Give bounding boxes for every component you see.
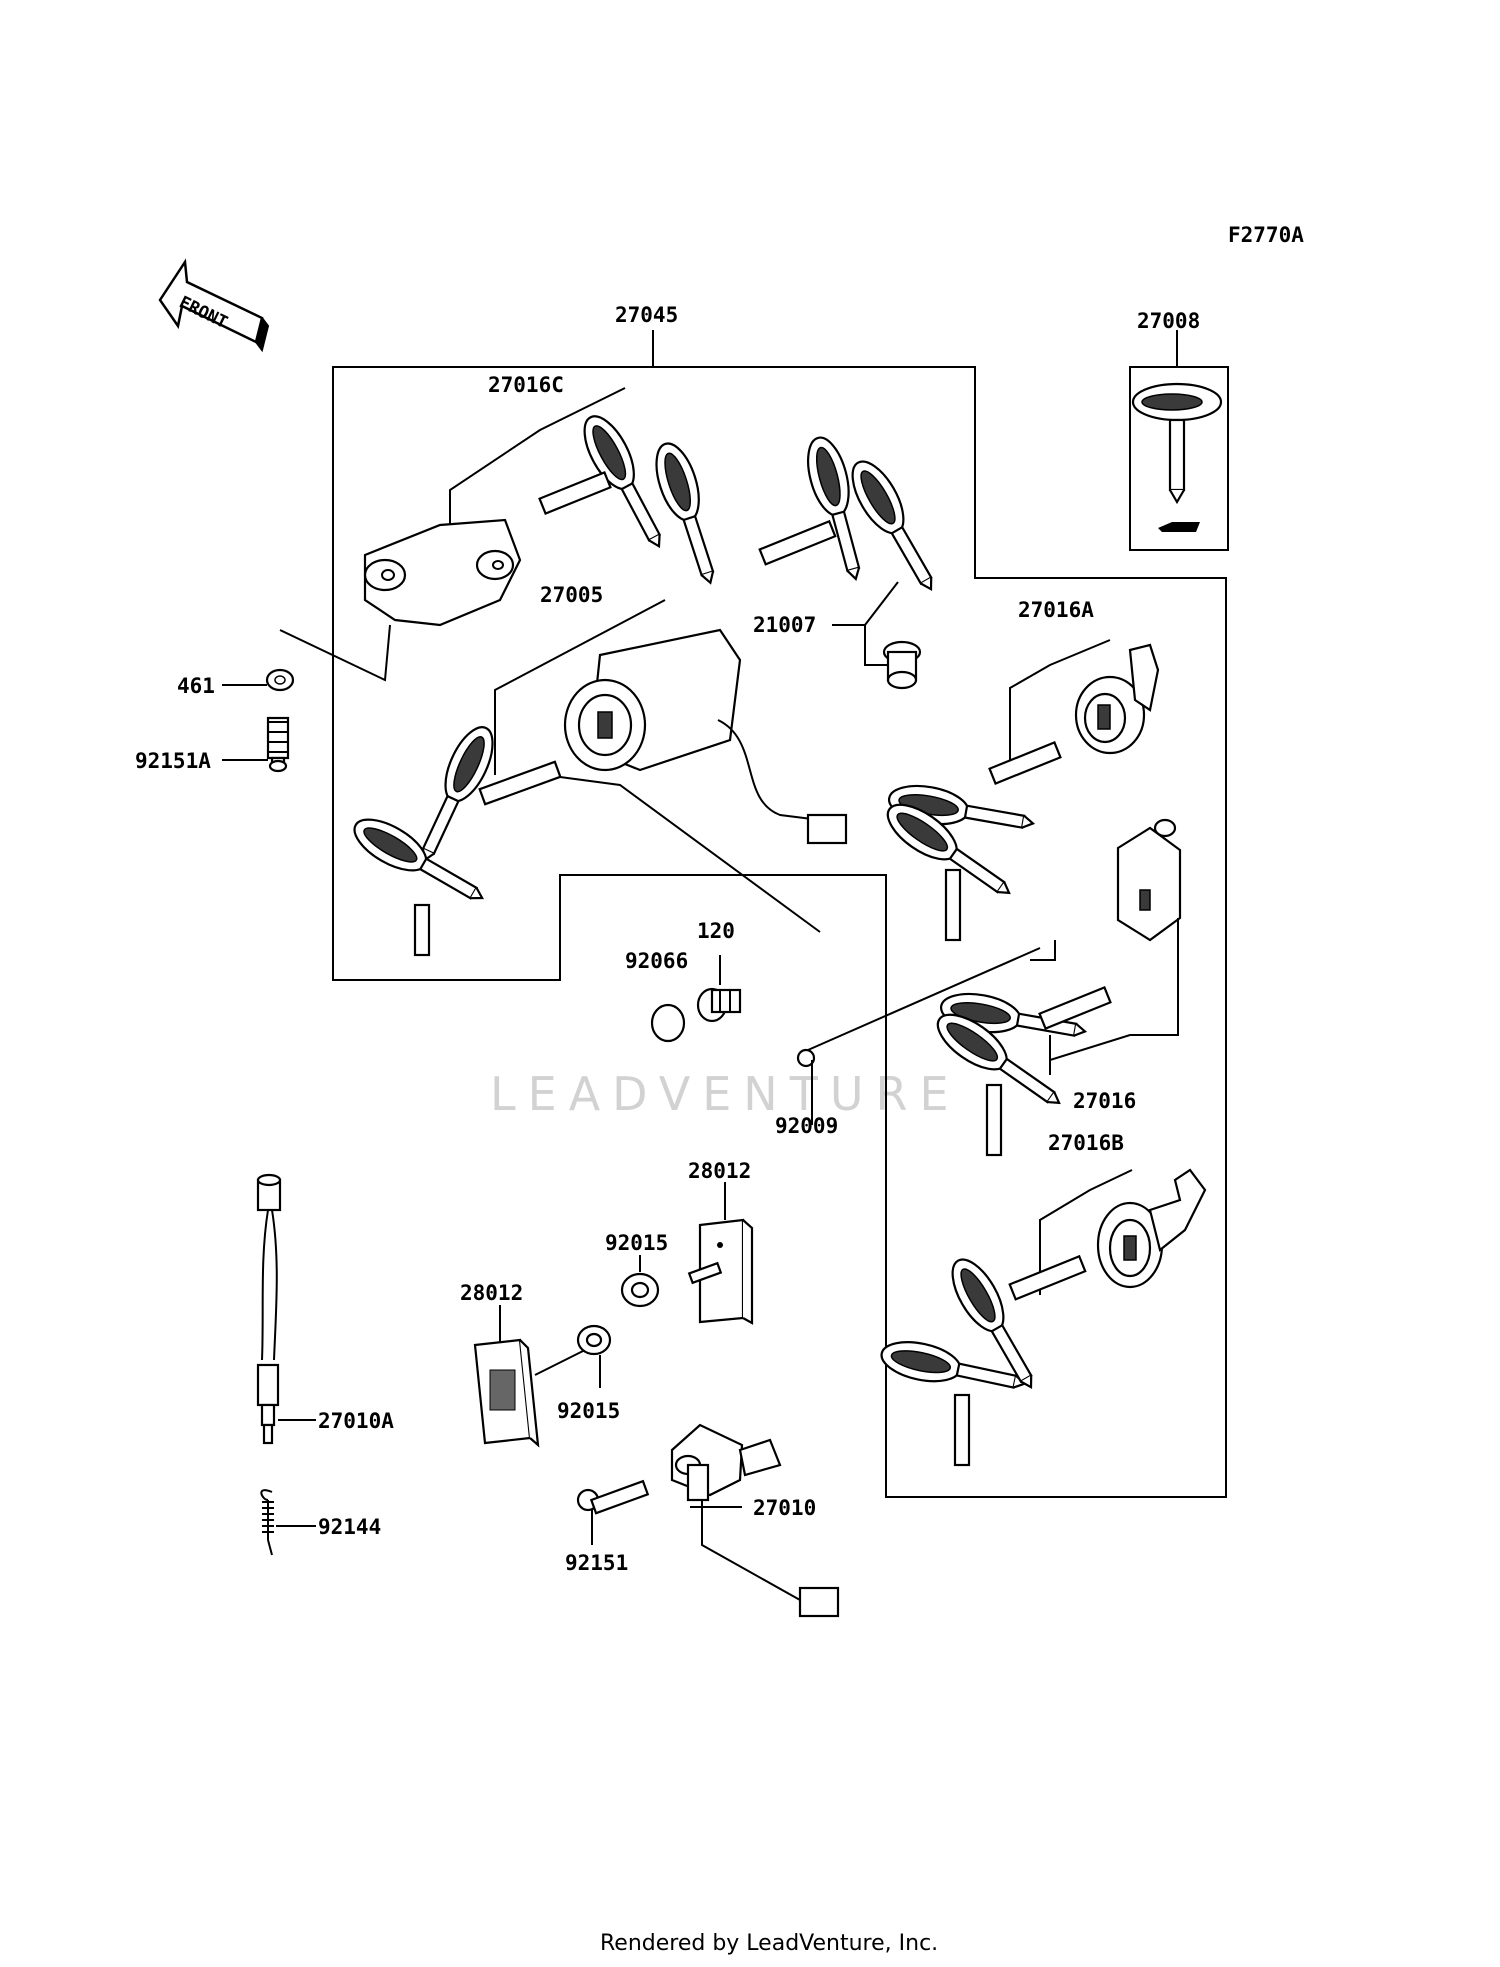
keys-27016C xyxy=(538,407,729,590)
footer-credit: Rendered by LeadVenture, Inc. xyxy=(600,1931,938,1956)
callout-27016A: 27016A xyxy=(1018,598,1094,622)
lock-27016A xyxy=(1074,643,1160,755)
switch-27010A xyxy=(256,1173,282,1445)
callout-92015-bottom: 92015 xyxy=(557,1399,620,1423)
callout-92066: 92066 xyxy=(625,949,688,973)
reflector-28012-left xyxy=(473,1338,540,1448)
washer-461 xyxy=(265,668,295,692)
screw-92151 xyxy=(576,1479,650,1515)
callout-27010: 27010 xyxy=(753,1496,816,1520)
callout-92009: 92009 xyxy=(775,1114,838,1138)
leader-27005 xyxy=(494,599,666,775)
callout-21007: 21007 xyxy=(753,613,816,637)
callout-28012-left: 28012 xyxy=(460,1281,523,1305)
leader-27016A xyxy=(1009,639,1111,770)
callout-28012-right: 28012 xyxy=(688,1159,751,1183)
reflector-28012-right xyxy=(698,1218,754,1325)
keys-27016A xyxy=(878,741,1062,942)
cap-92066 xyxy=(650,1003,686,1043)
callout-92151A: 92151A xyxy=(135,749,211,773)
screw-92151A xyxy=(266,716,290,773)
leader-27016 xyxy=(1049,918,1179,1075)
cylinder-21007 xyxy=(882,640,922,690)
leader-120 xyxy=(559,776,821,933)
callout-27016: 27016 xyxy=(1073,1089,1136,1113)
lock-27016 xyxy=(1116,818,1182,942)
callout-92151: 92151 xyxy=(565,1551,628,1575)
lock-body-27016C xyxy=(363,518,522,627)
lock-27016B xyxy=(1096,1168,1207,1289)
keys-27016 xyxy=(928,986,1112,1157)
nut-92015-bottom xyxy=(576,1324,612,1356)
watermark: LEADVENTURE xyxy=(490,1067,961,1121)
leader-27016C xyxy=(449,387,626,530)
nut-92015-top xyxy=(620,1272,660,1308)
switch-27010 xyxy=(670,1423,840,1618)
bolt-120 xyxy=(696,987,742,1023)
callout-27016C: 27016C xyxy=(488,373,564,397)
callout-27016B: 27016B xyxy=(1048,1131,1124,1155)
callout-27045: 27045 xyxy=(615,303,678,327)
diagram-code: F2770A xyxy=(1228,223,1304,247)
callout-120: 120 xyxy=(697,919,735,943)
ignition-switch-27005 xyxy=(563,628,848,845)
keys-21007 xyxy=(758,432,948,600)
callout-27010A: 27010A xyxy=(318,1409,394,1433)
keys-27016B xyxy=(876,1250,1087,1467)
spring-92144 xyxy=(260,1489,274,1556)
part-27008-frame xyxy=(1129,366,1229,551)
screw-92009 xyxy=(796,947,1041,1125)
leader-27016B xyxy=(1039,1169,1133,1295)
key-27008 xyxy=(1131,382,1223,532)
leader-21007 xyxy=(864,581,899,666)
callout-461: 461 xyxy=(177,674,215,698)
callout-92015-top: 92015 xyxy=(605,1231,668,1255)
assembly-27045-frame xyxy=(332,366,1227,1498)
leader-461 xyxy=(279,624,391,682)
keys-27005 xyxy=(345,719,562,957)
callout-92144: 92144 xyxy=(318,1515,381,1539)
callout-27008: 27008 xyxy=(1137,309,1200,333)
callout-27005: 27005 xyxy=(540,583,603,607)
stud-right xyxy=(687,1261,723,1285)
front-arrow-icon: FRONT xyxy=(158,258,270,353)
